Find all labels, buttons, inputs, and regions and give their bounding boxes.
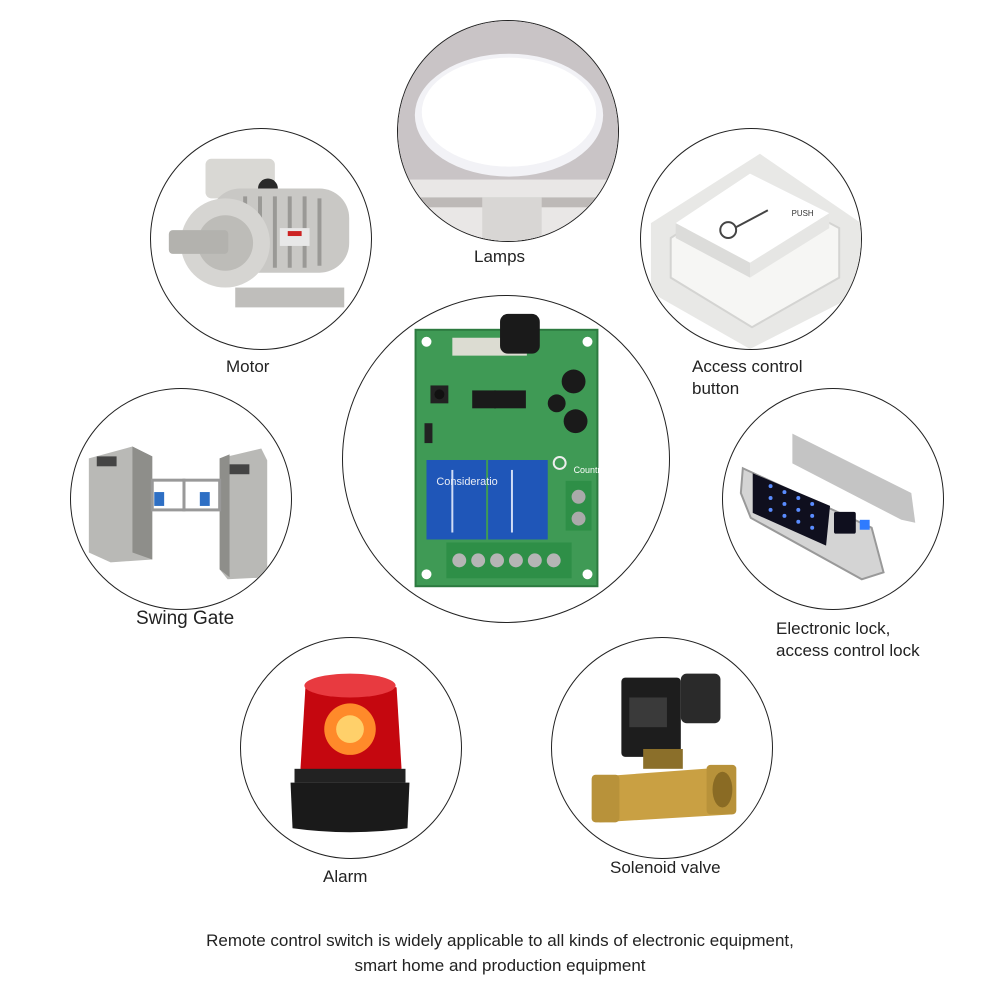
keypad-lock-icon <box>739 433 916 581</box>
access-button-circle: PUSH <box>640 128 862 350</box>
solenoid-valve-icon <box>591 673 737 823</box>
solenoid-valve-circle <box>551 637 773 859</box>
relay-board-icon: Consideratio Countr <box>414 313 601 588</box>
access-button-label: Access control button <box>692 356 803 400</box>
push-text: PUSH <box>792 209 814 218</box>
electronic-lock-label-line1: Electronic lock, <box>776 619 891 638</box>
motor-label: Motor <box>226 357 270 376</box>
siren-light-icon <box>290 673 410 833</box>
ceiling-lamp-icon <box>398 21 618 241</box>
swing-gate-label: Swing Gate <box>136 608 235 629</box>
caption-line1: Remote control switch is widely applicab… <box>206 931 794 950</box>
turnstile-gate-icon <box>88 446 268 580</box>
access-button-label-line2: button <box>692 379 740 398</box>
lamps-label: Lamps <box>474 247 526 266</box>
electric-motor-icon <box>168 158 350 308</box>
caption: Remote control switch is widely applicab… <box>0 928 1000 978</box>
motor-circle <box>150 128 372 350</box>
electronic-lock-label-line2: access control lock <box>776 641 920 660</box>
caption-line2: smart home and production equipment <box>354 956 646 975</box>
solenoid-valve-label: Solenoid valve <box>610 858 721 877</box>
electronic-lock-label: Electronic lock, access control lock <box>776 618 920 662</box>
electronic-lock-circle <box>722 388 944 610</box>
alarm-circle <box>240 637 462 859</box>
relay-watermark-2: Countr <box>574 465 601 475</box>
alarm-label: Alarm <box>323 867 368 886</box>
push-button-icon: PUSH <box>650 153 861 349</box>
access-button-label-line1: Access control <box>692 357 803 376</box>
relay-watermark-1: Consideratio <box>436 476 497 488</box>
lamps-circle <box>397 20 619 242</box>
swing-gate-circle <box>70 388 292 610</box>
relay-board-circle: Consideratio Countr <box>342 295 670 623</box>
